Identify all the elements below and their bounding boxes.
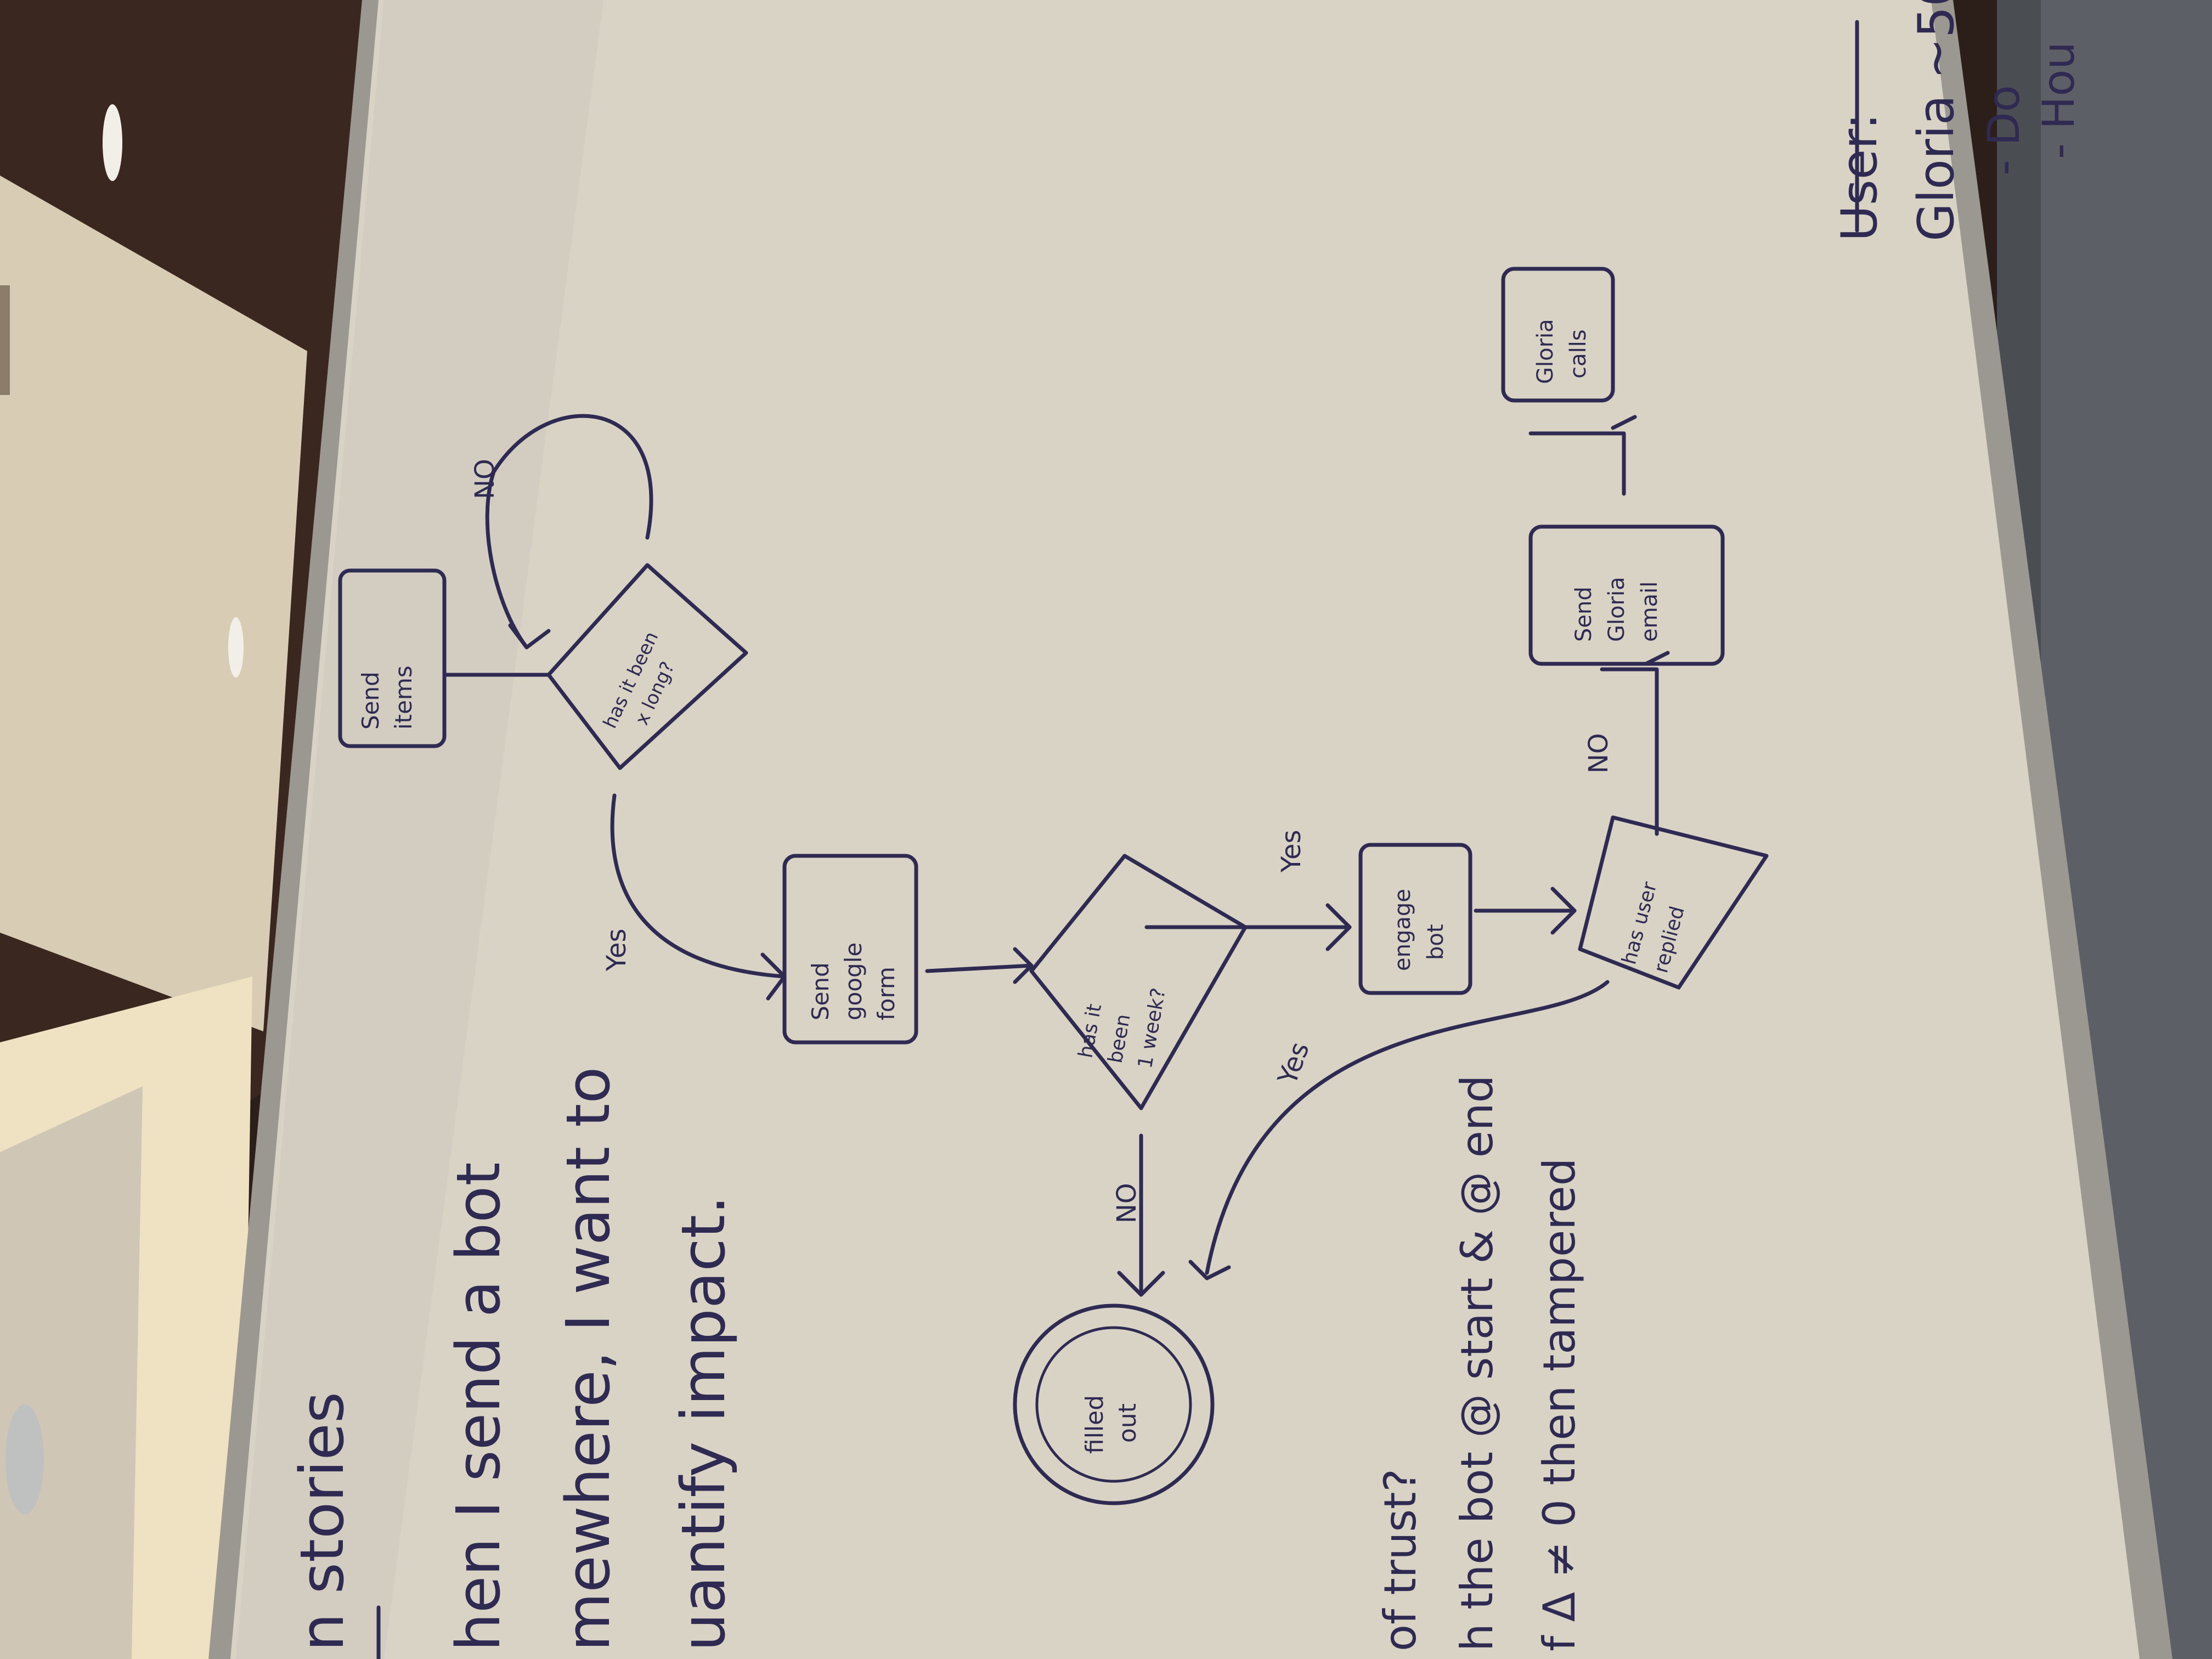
stories-title: n stories: [287, 1392, 357, 1651]
notes-line-hou: - Hou: [2033, 42, 2084, 159]
story-line-3: uantify impact.: [668, 1195, 738, 1651]
top-right-notes: User: Gloria ~50 - Do - Hou: [1831, 0, 2084, 241]
svg-text:Gloria: Gloria: [1604, 577, 1629, 642]
label-week-yes: Yes: [1276, 830, 1307, 873]
arrowhead-engage: [1325, 903, 1352, 951]
svg-text:Send: Send: [1571, 586, 1596, 642]
trust-line-1: of trust?: [1375, 1469, 1426, 1651]
label-replied-no: NO: [1583, 733, 1614, 774]
svg-text:Send: Send: [807, 962, 834, 1020]
arrowhead-loop: [508, 623, 551, 650]
label-week-no: NO: [1111, 1183, 1142, 1223]
edge-yes-to-form: [610, 793, 787, 979]
edge-email-to-calls: [1528, 431, 1626, 496]
left-notes: n stories hen I send a bot mewhere, I wa…: [287, 1066, 1585, 1651]
svg-text:google: google: [840, 943, 867, 1020]
notes-line-do: - Do: [1978, 85, 2029, 176]
svg-text:out: out: [1114, 1403, 1142, 1443]
svg-text:filled: filled: [1081, 1395, 1109, 1454]
ceiling-light: [228, 617, 244, 678]
story-line-1: hen I send a bot: [443, 1162, 514, 1651]
story-line-2: mewhere, I want to: [553, 1066, 623, 1651]
arrowhead-week: [1013, 947, 1034, 984]
notes-user-heading: User:: [1831, 113, 1888, 241]
ceiling-light: [103, 104, 122, 181]
svg-text:bot: bot: [1423, 924, 1448, 960]
node-filled-out: filled out: [1013, 1304, 1215, 1505]
whiteboard: [208, 0, 2172, 1659]
edge-loop-no: [485, 414, 653, 650]
edge-replied-yes: [1205, 980, 1610, 1275]
node-engage-bot: engage bot: [1358, 843, 1472, 995]
label-to-form-yes: Yes: [601, 929, 632, 972]
arrowhead-replied-yes: [1188, 1260, 1231, 1280]
svg-text:Gloria: Gloria: [1533, 319, 1558, 384]
node-send-items: Send items: [338, 568, 447, 748]
wall-fixture: [5, 1404, 44, 1514]
edge-replied-no: [1600, 667, 1659, 836]
notes-gloria-line: Gloria ~50: [1908, 0, 1965, 241]
node-gloria-calls: Gloria calls: [1501, 267, 1615, 403]
svg-text:items: items: [390, 665, 417, 730]
label-loop-no: NO: [470, 459, 500, 499]
svg-text:form: form: [873, 967, 900, 1020]
flowchart-edges: [442, 414, 1670, 1297]
svg-text:engage: engage: [1390, 889, 1415, 971]
trust-line-2: h the bot @ start & @ end: [1452, 1075, 1503, 1651]
svg-text:email: email: [1637, 582, 1662, 642]
svg-text:Send: Send: [357, 672, 384, 730]
arrowhead-replied: [1550, 887, 1577, 935]
arrowhead-filled: [1117, 1271, 1165, 1297]
svg-text:calls: calls: [1566, 329, 1591, 379]
edge-form-to-week: [925, 963, 1034, 973]
node-send-gloria-email: Send Gloria email: [1528, 524, 1725, 666]
trust-line-3: f Δ ≠ 0 then tampered: [1534, 1158, 1585, 1651]
node-send-google-form: Send google form: [782, 854, 918, 1045]
edge-email-to-calls-tick: [1611, 415, 1637, 430]
